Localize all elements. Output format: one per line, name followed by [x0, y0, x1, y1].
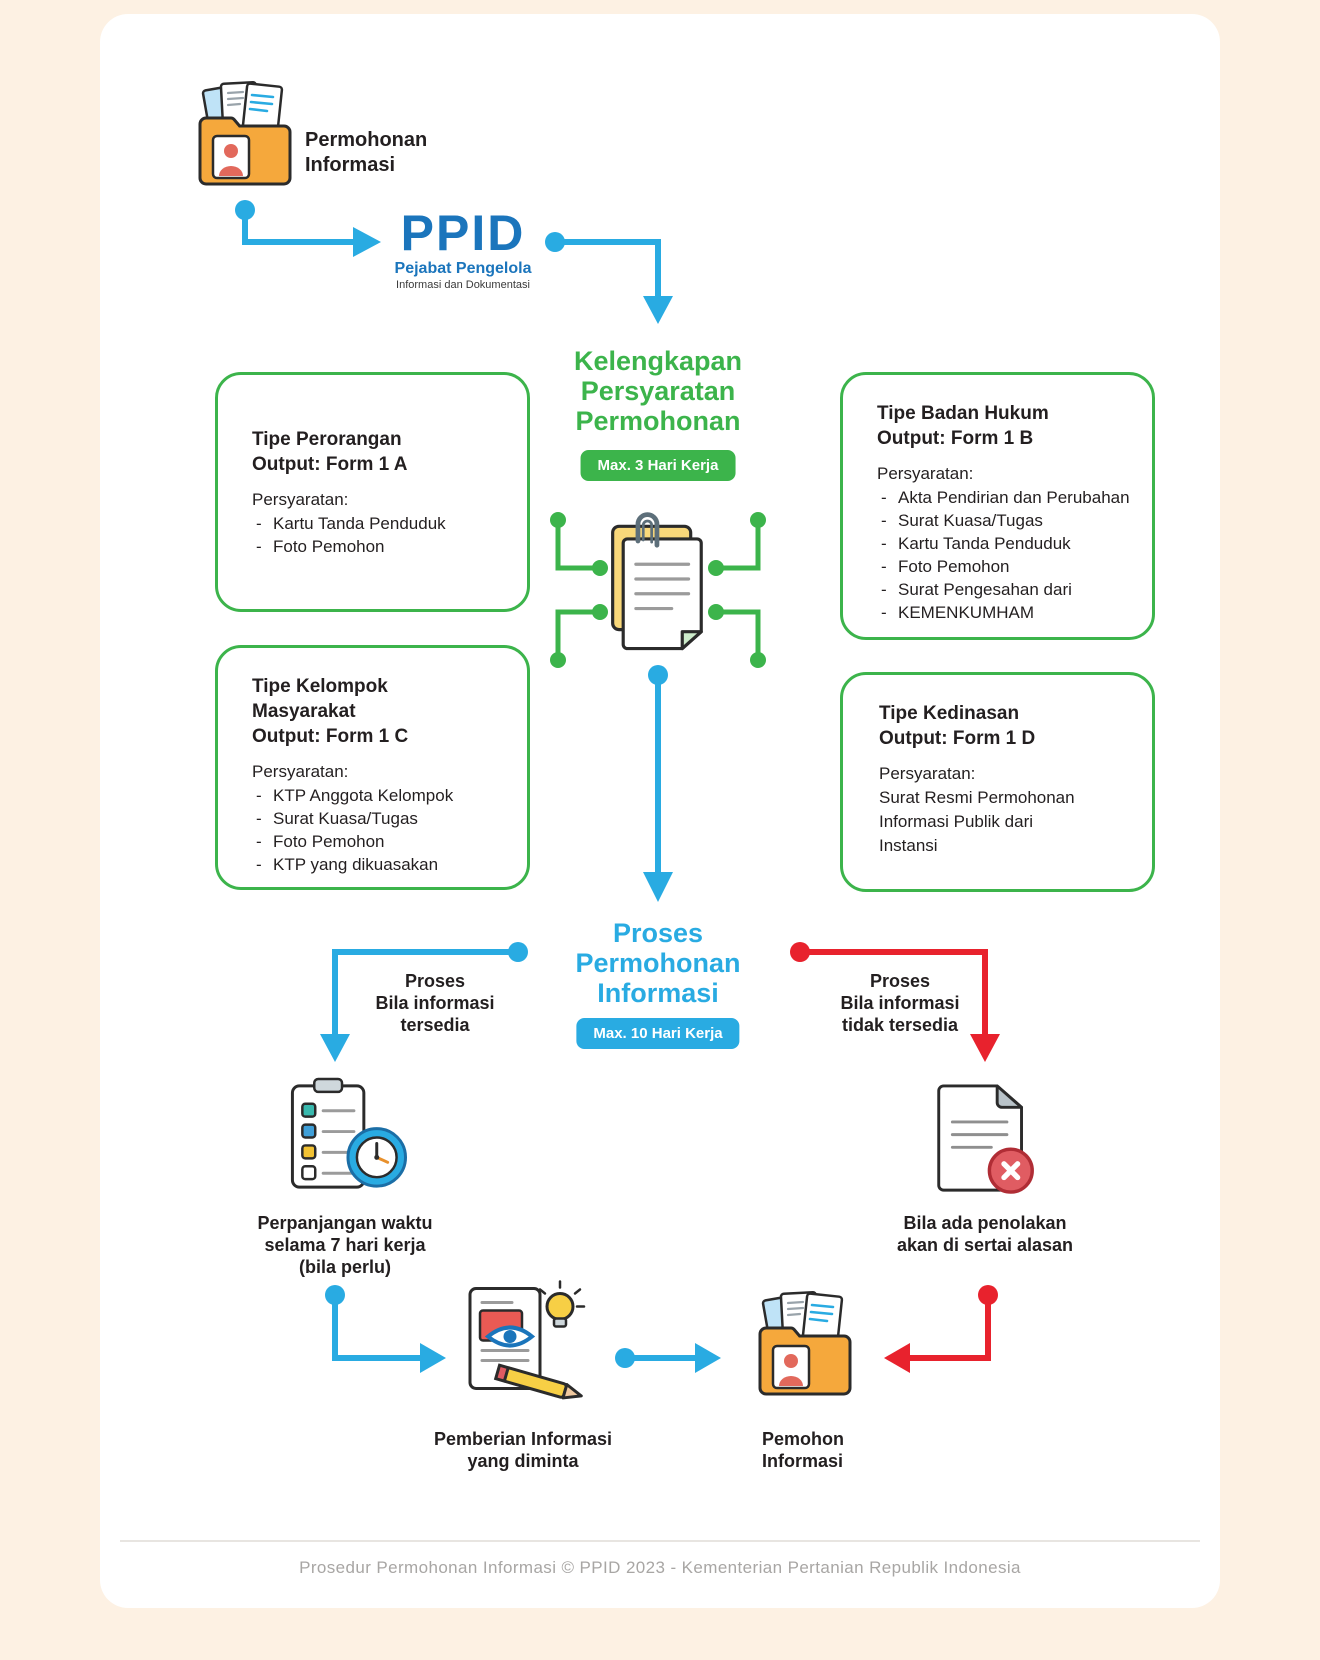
requirement-item: Kartu Tanda Penduduk	[877, 532, 1132, 555]
requirement-item: Foto Pemohon	[877, 555, 1132, 578]
arrow-extension-to-delivery	[325, 1285, 446, 1373]
requirement-item: Foto Pemohon	[252, 535, 501, 558]
request-label: Permohonan Informasi	[305, 129, 428, 176]
connector-perorangan	[550, 512, 608, 576]
type-box-title: Tipe Badan Hukum Output: Form 1 B	[877, 403, 1049, 449]
requirement-item: Surat Kuasa/Tugas	[877, 509, 1132, 532]
requirements-sla-badge: Max. 3 Hari Kerja	[580, 450, 736, 481]
requirement-item: Kartu Tanda Penduduk	[252, 512, 501, 535]
rejection-caption: Bila ada penolakan akan di sertai alasan	[896, 1213, 1074, 1255]
extension-caption: Perpanjangan waktu selama 7 hari kerja (…	[257, 1213, 433, 1277]
connector-kelompok	[550, 604, 608, 668]
arrow-requirements-to-process	[643, 665, 673, 902]
ppid-logo-tagline-1: Pejabat Pengelola	[394, 260, 532, 277]
request-folder-icon	[198, 80, 298, 190]
branch-available-label: Proses Bila informasi tersedia	[375, 971, 495, 1035]
process-title: Proses Permohonan Informasi	[575, 918, 741, 1008]
extension-clock-icon	[280, 1076, 410, 1200]
footer-divider	[120, 1540, 1200, 1542]
arrow-rejection-to-requester	[884, 1285, 998, 1373]
requirement-item: Akta Pendirian dan Perubahan	[877, 486, 1132, 509]
type-box-badan-hukum: Tipe Badan Hukum Output: Form 1 B Persya…	[840, 372, 1155, 640]
requirements-label: Persyaratan:	[879, 764, 976, 783]
arrow-ppid-to-requirements	[545, 232, 673, 324]
ppid-logo-name: PPID	[400, 205, 526, 261]
requirements-title: Kelengkapan Persyaratan Permohonan	[573, 346, 743, 436]
requirements-label: Persyaratan:	[252, 490, 349, 509]
type-box-kedinasan: Tipe Kedinasan Output: Form 1 D Persyara…	[840, 672, 1155, 892]
connector-kedinasan	[708, 604, 766, 668]
delivery-caption: Pemberian Informasi yang diminta	[433, 1429, 613, 1471]
requirement-item: Surat Pengesahan dari	[877, 578, 1132, 601]
process-sla-badge: Max. 10 Hari Kerja	[576, 1018, 740, 1049]
type-box-title: Tipe Kedinasan Output: Form 1 D	[879, 703, 1036, 749]
branch-available-connector	[320, 942, 528, 1062]
type-box-title: Tipe Kelompok Masyarakat Output: Form 1 …	[252, 676, 409, 747]
requirement-item: Foto Pemohon	[252, 830, 501, 853]
ppid-logo: PPID Pejabat Pengelola Informasi dan Dok…	[388, 208, 538, 291]
requester-folder-icon	[758, 1290, 858, 1400]
requirements-document-icon	[600, 505, 716, 653]
requirement-item: KEMENKUMHAM	[877, 601, 1132, 624]
requirements-label: Persyaratan:	[252, 762, 349, 781]
arrow-delivery-to-requester	[615, 1343, 721, 1373]
type-box-kelompok-masyarakat: Tipe Kelompok Masyarakat Output: Form 1 …	[215, 645, 530, 890]
branch-unavailable-connector	[790, 942, 1000, 1062]
type-box-title: Tipe Perorangan Output: Form 1 A	[252, 429, 408, 475]
requester-caption: Pemohon Informasi	[762, 1429, 845, 1471]
footer-text: Prosedur Permohonan Informasi © PPID 202…	[299, 1558, 1021, 1577]
requirements-label: Persyaratan:	[877, 464, 974, 483]
requirement-item: Surat Kuasa/Tugas	[252, 807, 501, 830]
delivery-document-icon	[448, 1278, 598, 1414]
branch-unavailable-label: Proses Bila informasi tidak tersedia	[840, 971, 960, 1035]
ppid-logo-tagline-2: Informasi dan Dokumentasi	[396, 279, 530, 291]
type-box-perorangan: Tipe Perorangan Output: Form 1 A Persyar…	[215, 372, 530, 612]
requirement-item: KTP Anggota Kelompok	[252, 784, 501, 807]
connector-badan-hukum	[708, 512, 766, 576]
requirement-item: KTP yang dikuasakan	[252, 853, 501, 876]
rejection-document-icon	[929, 1078, 1041, 1200]
requirement-text: Surat Resmi Permohonan Informasi Publik …	[879, 788, 1075, 855]
arrow-request-to-ppid	[235, 200, 381, 257]
